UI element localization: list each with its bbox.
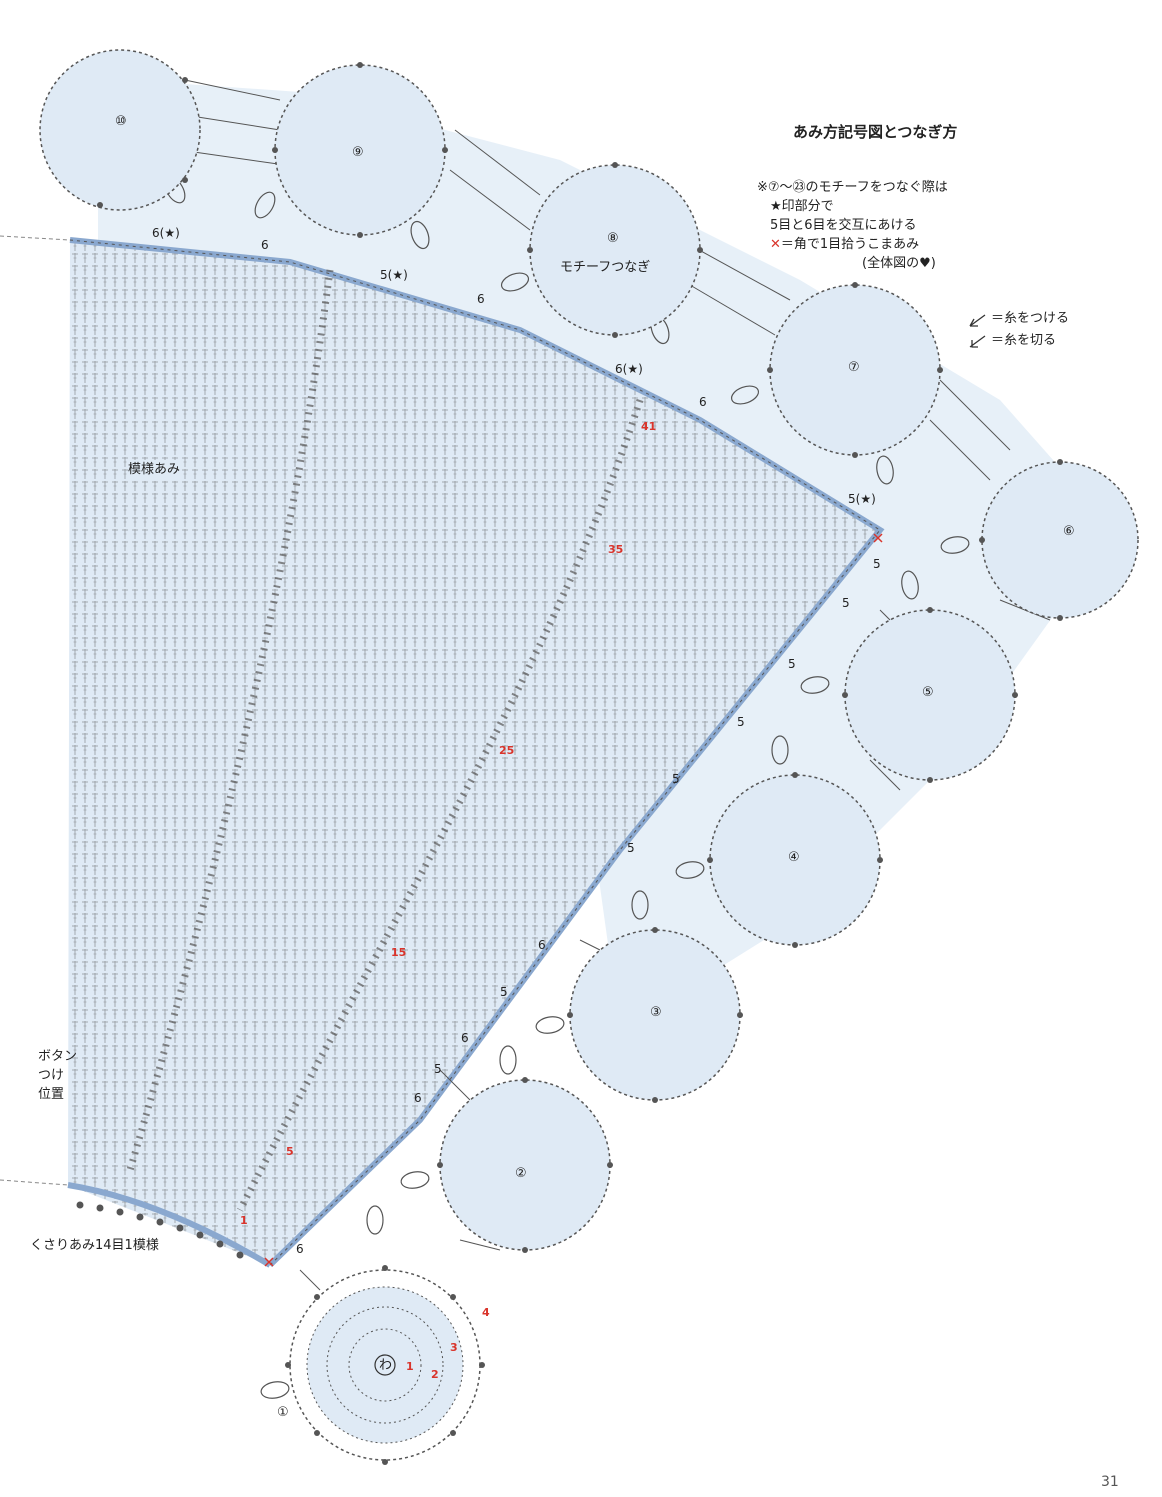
motif-1 — [285, 1265, 485, 1465]
note-line-4: ✕＝角で1目拾うこまあみ — [770, 235, 919, 254]
shawl-body — [0, 235, 885, 1268]
motif-8-circle — [529, 164, 701, 336]
note-line-4-text: ＝角で1目拾うこまあみ — [780, 237, 920, 252]
join-chains — [179, 79, 1051, 1291]
join-count-7: 5(★) — [848, 492, 876, 506]
motif-picots — [97, 62, 1063, 1253]
legend-attach-label: ＝糸をつける — [991, 311, 1070, 326]
cross-mark-icon: ✕ — [770, 237, 781, 252]
lace-column-1 — [126, 269, 334, 1171]
cont-line-top — [0, 235, 71, 241]
bottom-edge — [67, 1182, 272, 1268]
motif-label-8: ⑧ — [607, 231, 619, 246]
motif-label-10: ⑩ — [115, 114, 127, 129]
join-count-14: 6 — [538, 938, 546, 952]
chain-ovals — [164, 176, 970, 1399]
row-number-1: 1 — [240, 1214, 248, 1227]
motif-label-7: ⑦ — [848, 360, 860, 375]
bottom-picots — [76, 1201, 244, 1259]
row-number-5: 5 — [286, 1145, 294, 1158]
legend-cut-label: ＝糸を切る — [991, 333, 1057, 348]
button-position-label-3: 位置 — [38, 1087, 65, 1102]
cont-line-bottom — [0, 1179, 69, 1186]
join-count-3: 5(★) — [380, 268, 408, 282]
note-line-2: ★印部分で — [770, 199, 834, 214]
round-number-4: 4 — [482, 1306, 490, 1319]
join-count-1: 6(★) — [152, 226, 180, 240]
page-number: 31 — [1101, 1474, 1119, 1490]
row-number-15: 15 — [391, 946, 407, 959]
fan-stitches — [68, 240, 880, 1265]
attach-yarn-icon — [969, 314, 986, 327]
motif-circles — [39, 49, 1139, 1251]
round-number-2: 2 — [431, 1368, 439, 1381]
join-count-12: 5 — [672, 772, 680, 786]
join-count-19: 6 — [296, 1242, 304, 1256]
motif-6-circle — [981, 461, 1139, 619]
motif-label-5: ⑤ — [922, 685, 934, 700]
button-position-label-2: つけ — [38, 1068, 65, 1083]
note-line-5: (全体図の♥) — [862, 256, 936, 271]
center-ring-label: わ — [379, 1358, 393, 1373]
motif-join-label: モチーフつなぎ — [560, 260, 651, 275]
join-count-16: 6 — [461, 1031, 469, 1045]
round-number-1: 1 — [406, 1360, 414, 1373]
motif-label-2: ② — [515, 1166, 527, 1181]
pattern-label: 模様あみ — [128, 460, 181, 479]
join-count-9: 5 — [842, 596, 850, 610]
motif-label-1: ① — [277, 1405, 289, 1420]
round-number-3: 3 — [450, 1341, 458, 1354]
motif-label-6: ⑥ — [1063, 524, 1075, 539]
join-count-2: 6 — [261, 238, 269, 252]
cut-yarn-icon — [969, 335, 986, 348]
chain-repeat-label: くさりあみ14目1模様 — [30, 1238, 159, 1253]
fan-edge-x — [69, 239, 881, 1266]
corner-cross-marks — [264, 533, 883, 1267]
row-number-41: 41 — [641, 420, 657, 433]
legend-arrows — [969, 314, 986, 348]
motif-label-9: ⑨ — [352, 145, 364, 160]
button-position-label-1: ボタン — [38, 1049, 78, 1064]
diagram-title: あみ方記号図とつなぎ方 — [793, 123, 958, 141]
motif-10-circle — [39, 49, 201, 211]
row-number-25: 25 — [499, 744, 515, 757]
join-count-17: 5 — [434, 1062, 442, 1076]
join-count-13: 5 — [627, 841, 635, 855]
join-count-5: 6(★) — [615, 362, 643, 376]
join-count-4: 6 — [477, 292, 485, 306]
join-count-15: 5 — [500, 985, 508, 999]
row-number-35: 35 — [608, 543, 624, 556]
join-count-10: 5 — [788, 657, 796, 671]
motif-label-3: ③ — [650, 1005, 662, 1020]
note-line-3: 5目と6目を交互にあける — [770, 218, 917, 233]
join-count-8: 5 — [873, 557, 881, 571]
join-count-18: 6 — [414, 1091, 422, 1105]
motif-label-4: ④ — [788, 850, 800, 865]
join-count-6: 6 — [699, 395, 707, 409]
note-line-1: ※⑦〜㉓のモチーフをつなぐ際は — [757, 180, 948, 195]
join-count-11: 5 — [737, 715, 745, 729]
